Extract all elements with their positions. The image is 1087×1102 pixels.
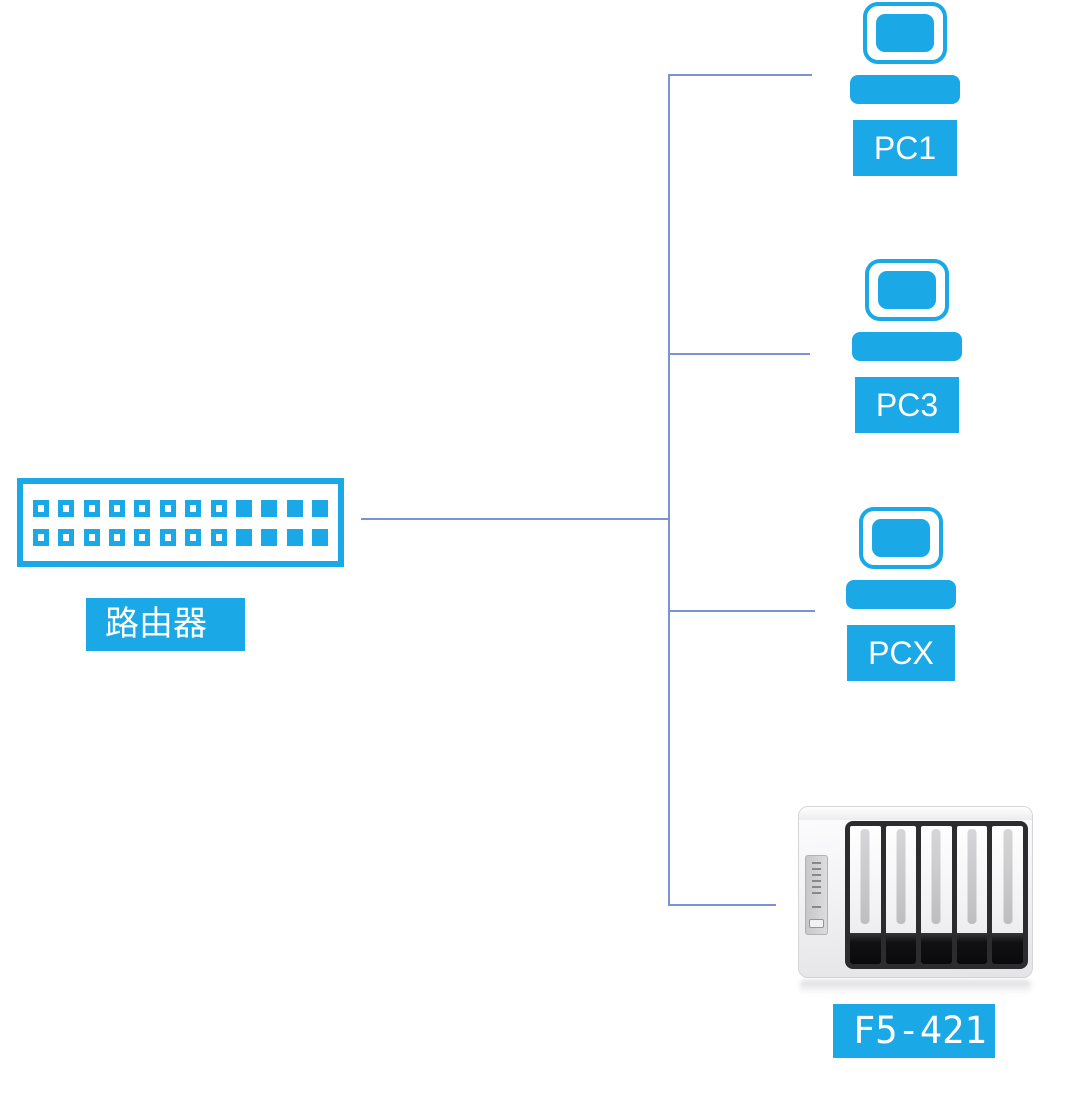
router-port: [311, 499, 328, 517]
router-port: [33, 528, 49, 546]
connector-trunk-vertical: [668, 74, 670, 906]
router-port: [33, 499, 49, 517]
router-port: [210, 528, 227, 546]
router-port: [109, 499, 126, 517]
monitor-icon: [865, 259, 949, 321]
router-port: [185, 499, 202, 517]
monitor-screen: [872, 519, 930, 557]
nas-control-panel: [805, 855, 828, 935]
router-port: [159, 499, 176, 517]
router-port: [159, 528, 176, 546]
router-port: [83, 528, 100, 546]
nas-label: F5-421: [833, 1004, 995, 1058]
led-indicator: [812, 880, 821, 882]
drive-bay: [956, 826, 988, 964]
connector-router-to-trunk: [361, 518, 669, 520]
pcx-label: PCX: [847, 625, 955, 681]
led-indicator: [812, 892, 821, 894]
router-port: [286, 499, 303, 517]
drive-bay: [885, 826, 917, 964]
router-label: 路由器: [86, 598, 245, 651]
router-port: [261, 528, 278, 546]
power-button-icon: [809, 919, 824, 928]
router-port: [185, 528, 202, 546]
router-port-row: [33, 499, 328, 517]
connector-branch-pc3: [670, 353, 810, 355]
router-port: [311, 528, 328, 546]
drive-bay: [992, 826, 1023, 964]
keyboard-base-icon: [846, 580, 956, 609]
router-port: [235, 499, 252, 517]
router-port: [235, 528, 252, 546]
drive-bay: [921, 826, 952, 964]
node-pc3: PC3: [852, 259, 962, 433]
monitor-screen: [878, 271, 936, 309]
connector-branch-nas: [670, 904, 776, 906]
router-port: [134, 528, 151, 546]
router-port-row: [33, 528, 328, 546]
node-pc1: PC1: [850, 2, 960, 176]
monitor-icon: [863, 2, 947, 64]
router-icon: [17, 478, 344, 567]
led-indicator: [812, 906, 821, 908]
keyboard-base-icon: [850, 75, 960, 104]
led-indicator: [812, 862, 821, 864]
keyboard-base-icon: [852, 332, 962, 361]
pc3-label: PC3: [854, 377, 960, 433]
nas-drive-bays: [845, 821, 1028, 969]
monitor-screen: [876, 14, 934, 52]
nas-reflection: [800, 980, 1031, 994]
led-indicator: [812, 874, 821, 876]
router-port: [210, 499, 227, 517]
led-indicator: [812, 868, 821, 870]
pc1-label: PC1: [852, 120, 958, 176]
router-port: [134, 499, 151, 517]
router-port: [109, 528, 126, 546]
router-port: [58, 499, 75, 517]
nas-5bay-enclosure-icon: [798, 806, 1033, 978]
connector-branch-pc1: [670, 74, 812, 76]
drive-bay: [850, 826, 881, 964]
monitor-icon: [859, 507, 943, 569]
led-indicator: [812, 886, 821, 888]
router-port: [58, 528, 75, 546]
router-port: [83, 499, 100, 517]
node-pcx: PCX: [846, 507, 956, 681]
router-port: [286, 528, 303, 546]
connector-branch-pcx: [670, 610, 815, 612]
router-port: [261, 499, 278, 517]
